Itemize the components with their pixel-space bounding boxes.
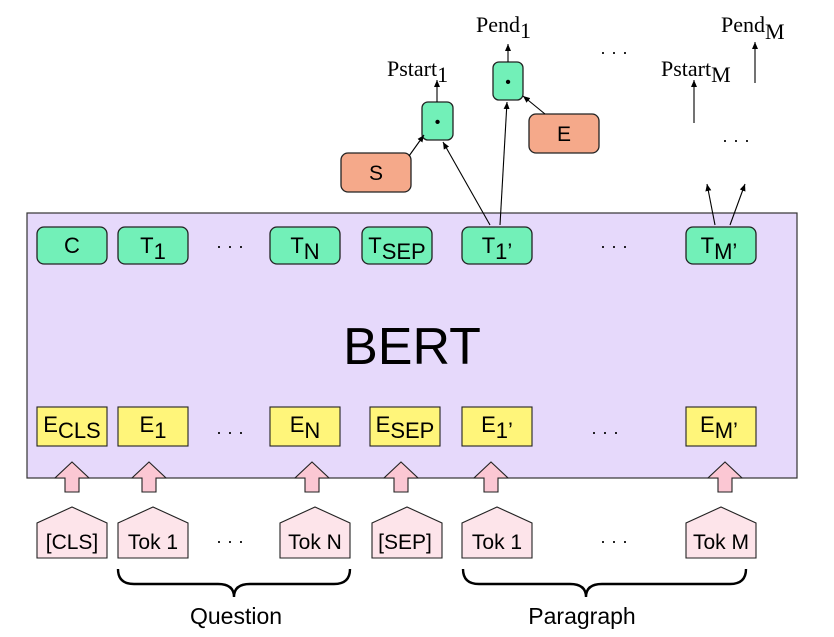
input-token-shape-tok1: [117, 506, 189, 559]
input-ellipsis-2: · · ·: [600, 531, 628, 551]
input-token-tok1: Tok 1: [128, 531, 178, 554]
output-ellipsis-1: · · ·: [216, 236, 244, 256]
paragraph-label: Paragraph: [528, 603, 635, 629]
t1prime-to-end-dot-arrow: [499, 101, 510, 226]
pend1-label: Pend1: [476, 12, 531, 43]
input-token-tokm: Tok M: [693, 531, 749, 554]
pendm-label: PendM: [721, 12, 785, 44]
output-token-tsep: TSEP: [361, 226, 433, 265]
start-dot-product: •: [421, 101, 454, 141]
svg-text:TN: TN: [290, 233, 319, 264]
input-up-arrow-tokm: [706, 461, 744, 493]
output-token-c: C: [36, 226, 108, 265]
svg-text:EN: EN: [290, 412, 321, 443]
embedding-emprime: EM’: [685, 406, 757, 447]
svg-text:E: E: [557, 123, 571, 146]
input-token-shape-tokm: [685, 506, 757, 559]
e-to-end-dot-arrow: [522, 95, 546, 115]
end-dot-product: •: [492, 61, 524, 101]
paragraph-brace: [461, 568, 748, 598]
svg-text:•: •: [505, 74, 511, 91]
embedding-e1: E1: [117, 406, 189, 447]
pstartm-label: PstartM: [661, 56, 731, 87]
svg-text:•: •: [435, 114, 441, 131]
start-vector: S: [340, 152, 412, 193]
bert-title: BERT: [343, 318, 481, 376]
input-up-arrow-tokn: [293, 461, 331, 493]
t1prime-to-start-dot-arrow: [442, 141, 491, 226]
input-token-shape-cls: [36, 506, 108, 559]
embedding-esep: ESEP: [369, 406, 441, 447]
svg-text:T1’: T1’: [482, 233, 513, 264]
end-vector: E: [528, 113, 600, 154]
svg-text:ESEP: ESEP: [376, 412, 435, 443]
output-token-t1prime: T1’: [461, 226, 533, 265]
input-up-arrow-tok1: [130, 461, 168, 493]
input-up-arrow-cls: [53, 461, 91, 493]
embedding-ellipsis-1: · · ·: [216, 422, 244, 442]
svg-text:TSEP: TSEP: [368, 233, 425, 264]
tmprime-right-arrow: [729, 183, 746, 226]
svg-text:T1: T1: [140, 233, 166, 264]
output-token-tn: TN: [269, 226, 341, 265]
top-ellipsis: · · ·: [600, 42, 628, 62]
input-token-shape-tok1-paragraph: [461, 506, 533, 559]
input-ellipsis-1: · · ·: [216, 531, 244, 551]
svg-text:S: S: [369, 162, 383, 185]
tmprime-left-arrow: [705, 183, 716, 226]
embedding-e1prime: E1’: [461, 406, 533, 447]
input-token-shape-sep: [371, 506, 443, 559]
question-label: Question: [190, 603, 282, 629]
pstart1-label: Pstart1: [387, 56, 448, 87]
input-token-sep: [SEP]: [378, 531, 432, 554]
question-brace: [116, 568, 352, 598]
embedding-en: EN: [269, 406, 341, 447]
input-up-arrow-sep: [382, 461, 420, 493]
svg-text:EM’: EM’: [700, 412, 738, 443]
svg-text:E1’: E1’: [481, 412, 513, 443]
input-token-shape-tokn: [279, 506, 351, 559]
input-token-tok1-paragraph: Tok 1: [472, 531, 522, 554]
output-token-t1: T1: [117, 226, 189, 265]
output-ellipsis-2: · · ·: [600, 236, 628, 256]
input-up-arrow-tok1-paragraph: [472, 461, 510, 493]
mid-right-ellipsis: · · ·: [722, 130, 750, 150]
output-token-tmprime: TM’: [685, 226, 757, 265]
input-token-cls: [CLS]: [46, 531, 99, 554]
svg-text:TM’: TM’: [701, 233, 738, 264]
svg-text:C: C: [64, 233, 80, 258]
input-token-tokn: Tok N: [288, 531, 342, 554]
svg-text:ECLS: ECLS: [43, 412, 100, 443]
embedding-ecls: ECLS: [36, 406, 108, 447]
svg-text:E1: E1: [140, 412, 167, 443]
embedding-ellipsis-2: · · ·: [591, 422, 619, 442]
s-to-start-dot-arrow: [408, 134, 425, 157]
